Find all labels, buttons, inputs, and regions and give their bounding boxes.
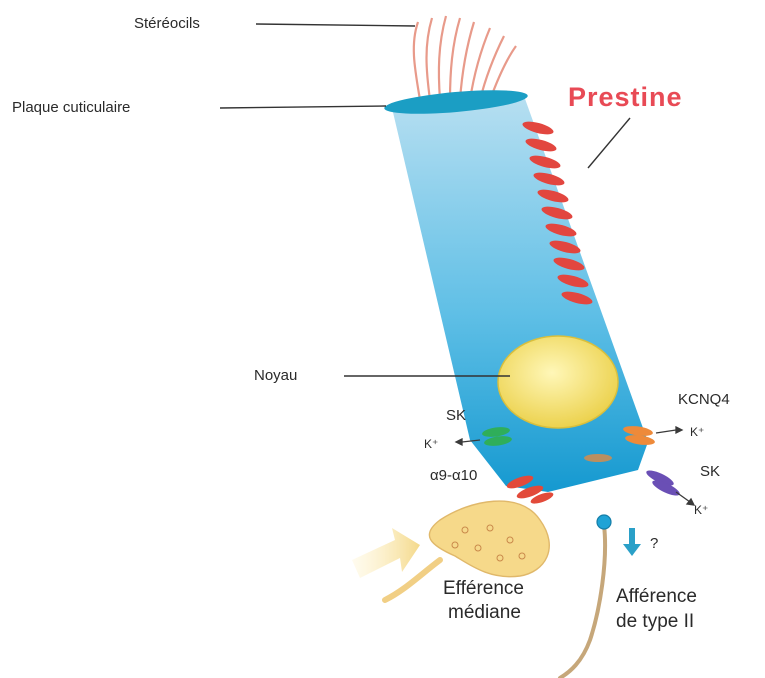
label-afference-line2: de type II xyxy=(616,611,694,632)
label-stereocils: Stéréocils xyxy=(134,15,200,32)
label-plaque: Plaque cuticulaire xyxy=(12,99,130,116)
label-kcnq4: KCNQ4 xyxy=(678,391,730,408)
efferent-fiber xyxy=(385,560,440,600)
label-k-right-top: K⁺ xyxy=(690,425,704,439)
nucleus xyxy=(498,336,618,428)
label-noyau: Noyau xyxy=(254,367,297,384)
label-afference-line1: Afférence xyxy=(616,586,697,607)
efferent-terminal xyxy=(429,501,549,577)
label-prestine: Prestine xyxy=(568,82,683,112)
label-sk-right: SK xyxy=(700,463,720,480)
label-sk-left: SK xyxy=(446,407,466,424)
label-alpha9-alpha10: α9-α10 xyxy=(430,467,477,484)
label-question-mark: ? xyxy=(650,535,658,552)
label-efference-line1: Efférence xyxy=(443,578,524,599)
label-k-left: K⁺ xyxy=(424,437,438,451)
label-k-right-bottom: K⁺ xyxy=(694,503,708,517)
efferent-arrow xyxy=(352,528,420,578)
leader-stereocils xyxy=(256,24,415,26)
label-efference-line2: médiane xyxy=(448,602,521,623)
afferent-arrow xyxy=(623,528,641,556)
stereocilia-bundle xyxy=(414,16,516,100)
leader-plaque xyxy=(220,106,386,108)
afferent-fiber xyxy=(560,525,605,678)
leader-prestine xyxy=(588,118,630,168)
hair-cell-body xyxy=(392,96,648,492)
internal-marker xyxy=(584,454,612,462)
sk-channel-right xyxy=(645,468,682,499)
afferent-terminal xyxy=(597,515,611,529)
